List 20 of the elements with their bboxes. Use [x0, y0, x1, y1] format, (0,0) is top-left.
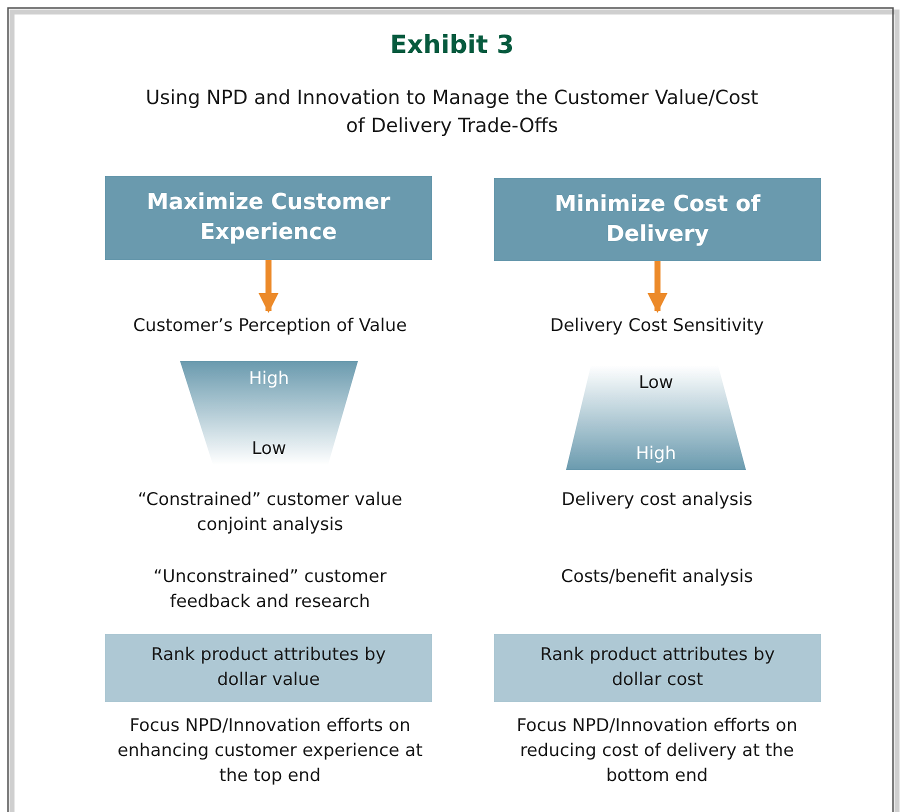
note-text: Costs/benefit analysis	[560, 566, 754, 589]
note-text: Focus NPD/Innovation efforts on reducing cost of delivery at the bottom end	[516, 715, 798, 788]
note-text: “Constrained” customer value conjoint analysis	[136, 489, 404, 537]
node-text: Customer’s Perception of Value	[132, 315, 408, 338]
scale-label: High	[248, 368, 290, 391]
arrow	[258, 260, 278, 313]
scale-label: Low	[638, 372, 674, 395]
heading-box: Maximize Customer Experience	[105, 176, 432, 260]
result-box: Rank product attributes by dollar cost	[494, 634, 821, 702]
node-text: Delivery Cost Sensitivity	[549, 315, 765, 338]
arrow	[648, 261, 668, 313]
note-text: “Unconstrained” customer feedback and research	[152, 566, 388, 614]
scale-label: High	[634, 443, 678, 466]
subtitle: Using NPD and Innovation to Manage the Customer Value/Cost of Delivery Trade-Offs	[144, 85, 760, 139]
result-box: Rank product attributes by dollar value	[105, 634, 432, 702]
scale-label: Low	[250, 438, 288, 461]
note-text: Delivery cost analysis	[560, 489, 754, 512]
diagram-title: Exhibit 3	[388, 30, 516, 59]
heading-box: Minimize Cost of Delivery	[494, 178, 821, 261]
note-text: Focus NPD/Innovation efforts on enhancing customer experience at the top end	[116, 715, 424, 788]
